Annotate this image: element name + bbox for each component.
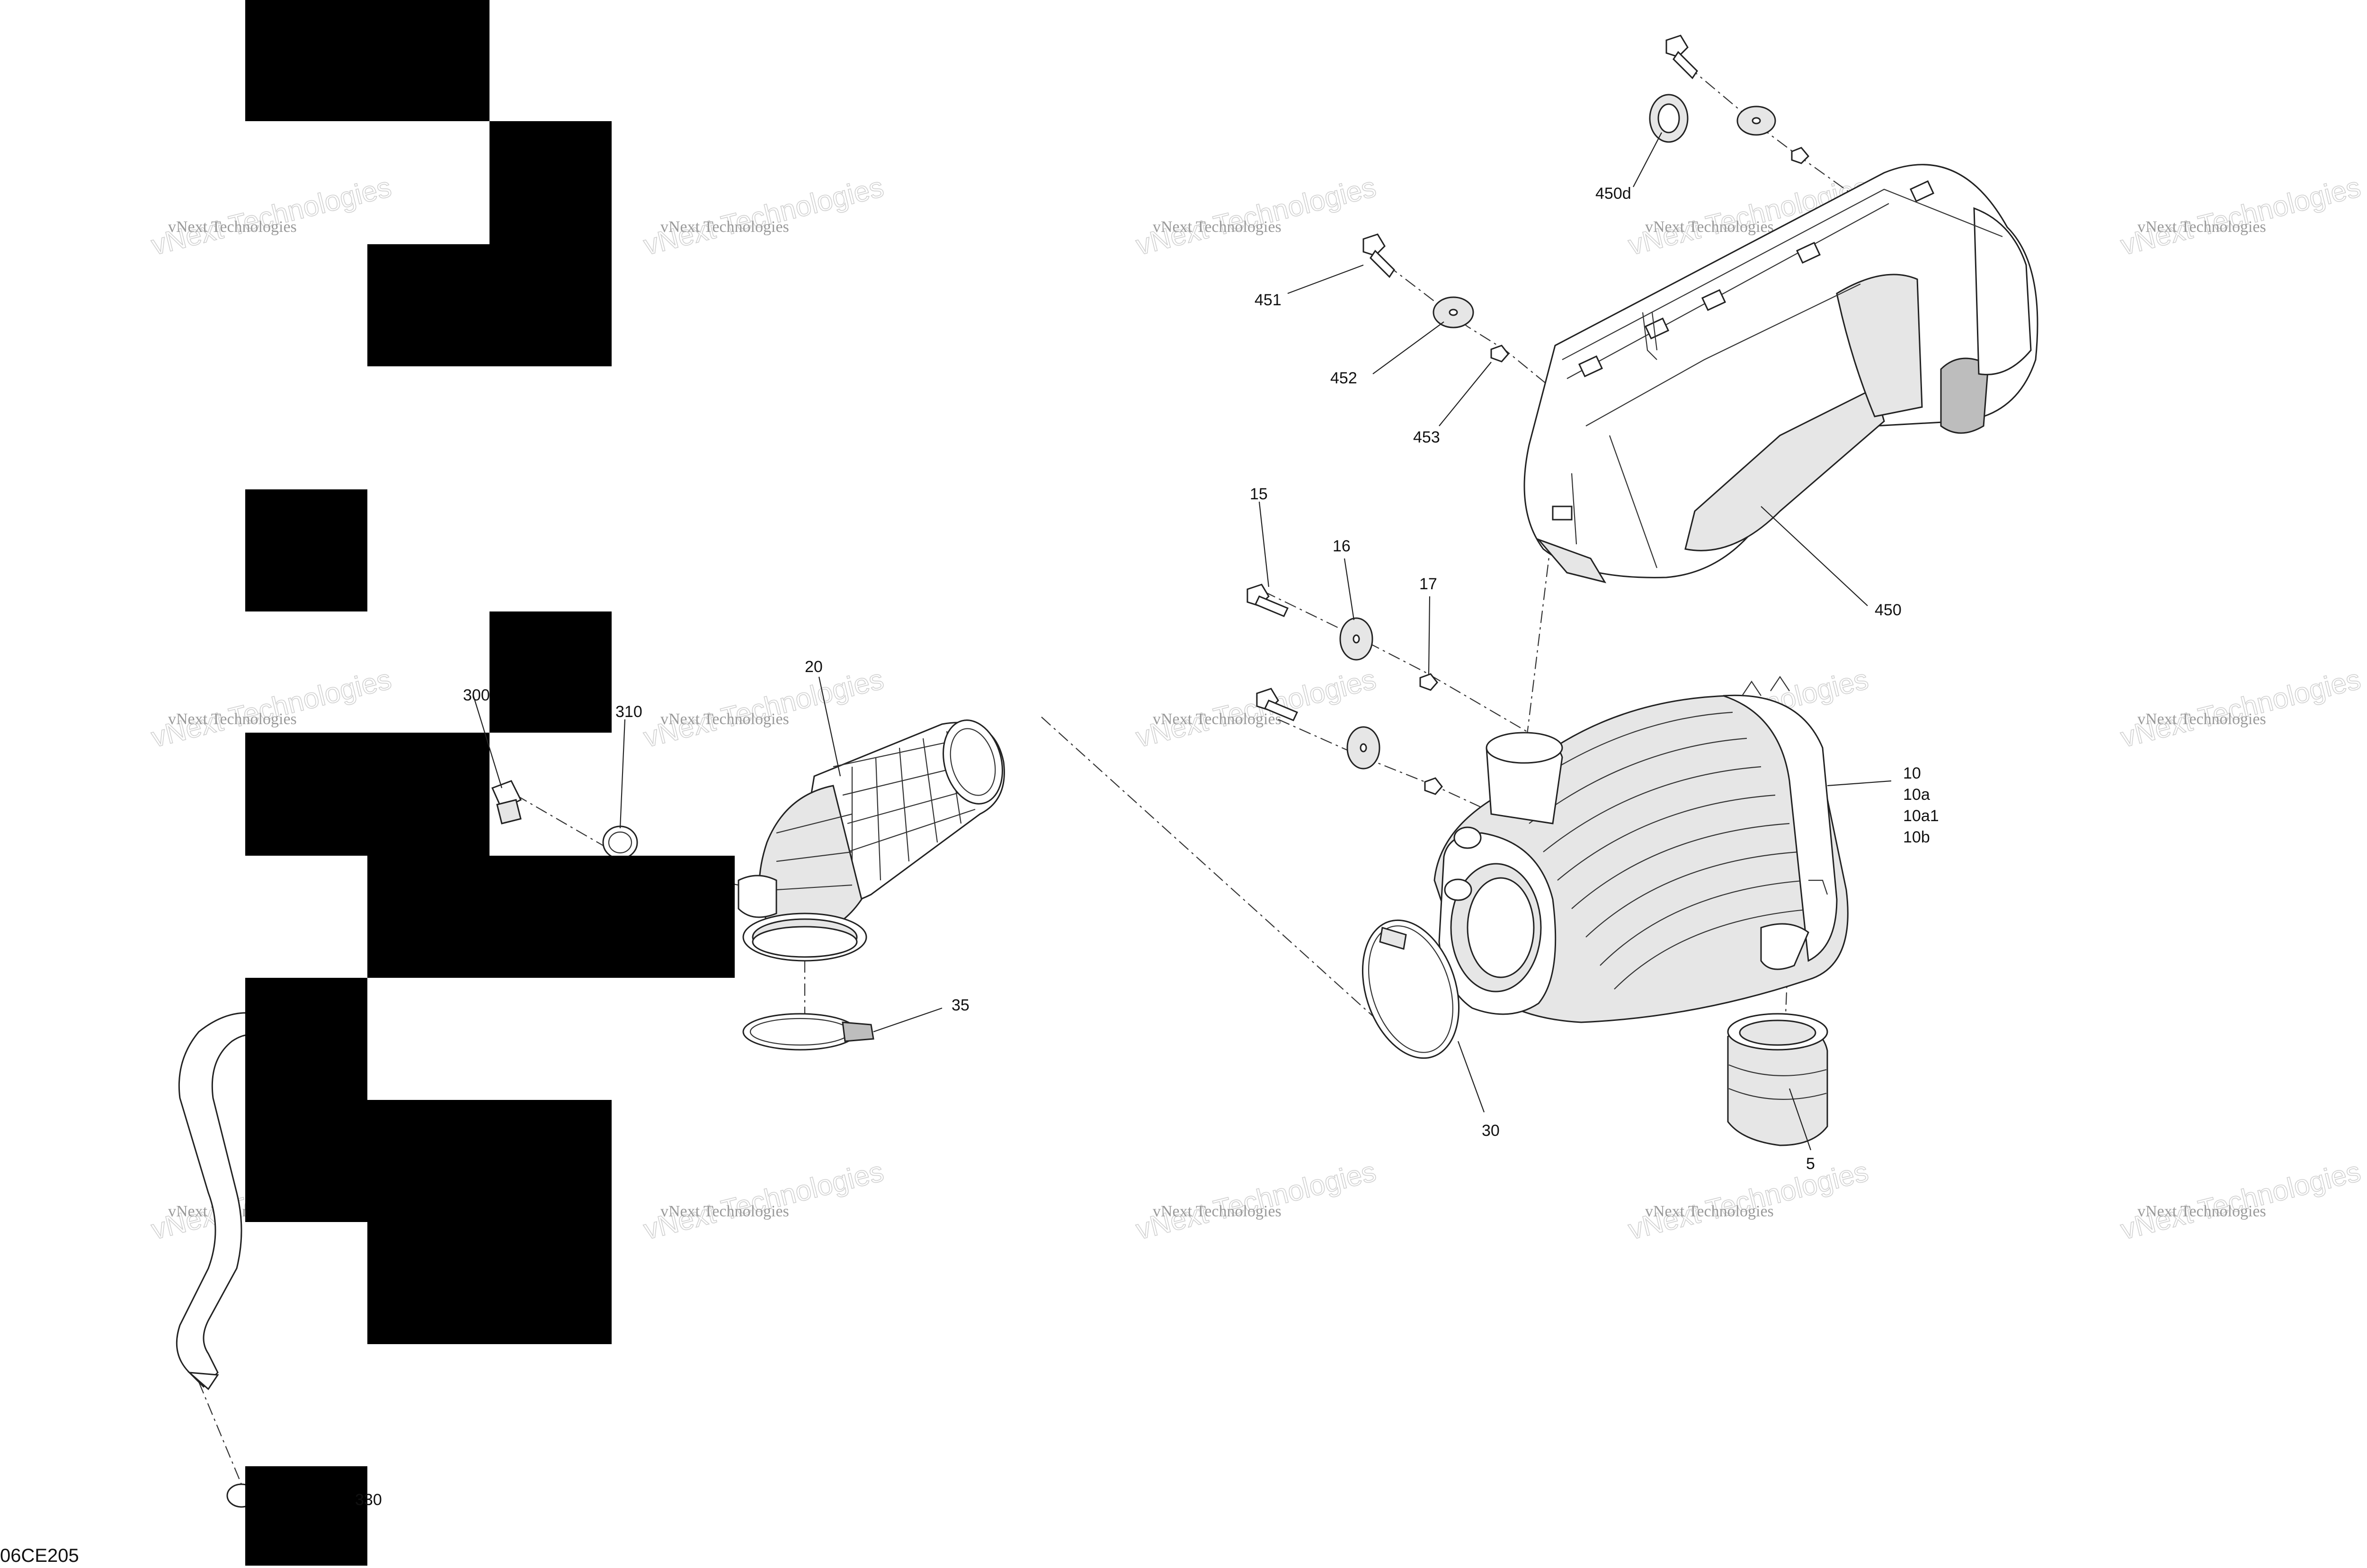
watermark-outline-text: vNext Technologies	[1133, 663, 1379, 753]
callout-330: 330	[355, 1491, 382, 1509]
callout-30: 30	[1482, 1122, 1500, 1140]
watermark-text: vNext Technologies	[1153, 1203, 1281, 1220]
callout-451: 451	[1255, 291, 1281, 309]
callout-16: 16	[1333, 537, 1351, 555]
callout-10a1: 10a1	[1903, 807, 1939, 825]
callout-452: 452	[1330, 369, 1357, 387]
watermark-text: vNext Technologies	[1153, 710, 1281, 728]
watermark-outline-text: vNext Technologies	[1625, 1155, 1871, 1246]
callout-labels: 450d 451 452 453 450 15 16 17 10 10a 10a…	[355, 185, 1939, 1509]
callout-20: 20	[805, 658, 823, 676]
airfilter-housing-10	[1433, 676, 1849, 1023]
watermark-text: vNext Technologies	[168, 710, 297, 728]
hardware	[1246, 35, 1810, 795]
callout-453: 453	[1413, 428, 1440, 446]
callout-450: 450	[1875, 601, 1902, 619]
callout-300: 300	[463, 686, 490, 704]
callout-10b: 10b	[1903, 828, 1930, 846]
watermark-outline-text: vNext Technologies	[148, 171, 394, 261]
watermark-outline-text: vNext Technologies	[641, 171, 887, 261]
intake-duct-20	[738, 719, 1005, 962]
watermark-outline-text: vNext Technologies	[641, 663, 887, 753]
watermark-text: vNext Technologies	[1645, 218, 1774, 236]
watermark-outline-text: vNext Technologies	[2118, 171, 2364, 261]
drain-hose	[176, 1012, 257, 1508]
hose-5	[1727, 1013, 1828, 1146]
clamp-35	[742, 1013, 874, 1051]
callout-15: 15	[1250, 485, 1268, 503]
watermark-text: vNext Technologies	[1153, 218, 1281, 236]
callout-450d: 450d	[1595, 185, 1631, 203]
watermark-outline-text: vNext Technologies	[1133, 1155, 1379, 1246]
clamp-30	[1361, 919, 1460, 1059]
fittings-300-310	[491, 780, 638, 859]
callout-5: 5	[1806, 1155, 1815, 1173]
watermark-text: vNext Technologies	[168, 218, 297, 236]
callout-10: 10	[1903, 764, 1921, 782]
diagram-id: 06CE205	[0, 1545, 79, 1566]
watermark-text: vNext Technologies	[2137, 710, 2266, 728]
leader-lines	[472, 132, 1892, 1151]
watermark-outline-text: vNext Technologies	[2118, 663, 2364, 753]
watermark-outline-text: vNext Technologies	[1133, 171, 1379, 261]
airbox-cover-450	[1523, 164, 2038, 584]
callout-17: 17	[1419, 575, 1437, 593]
watermark-text: vNext Technologies	[2137, 1203, 2266, 1220]
callout-10a: 10a	[1903, 786, 1930, 804]
watermark-text: vNext Technologies	[2137, 218, 2266, 236]
watermark-outline-text: vNext Technologies	[641, 1155, 887, 1246]
watermark-text: vNext Technologies	[660, 710, 789, 728]
callout-310: 310	[615, 703, 642, 721]
callout-35: 35	[952, 996, 970, 1014]
watermark-text: vNext Technologies	[660, 218, 789, 236]
watermark-text: vNext Technologies	[660, 1203, 789, 1220]
watermark-outline-text: vNext Technologies	[2118, 1155, 2364, 1246]
redaction-blocks	[245, 0, 735, 1566]
watermark-text: vNext Technologies	[1645, 1203, 1774, 1220]
